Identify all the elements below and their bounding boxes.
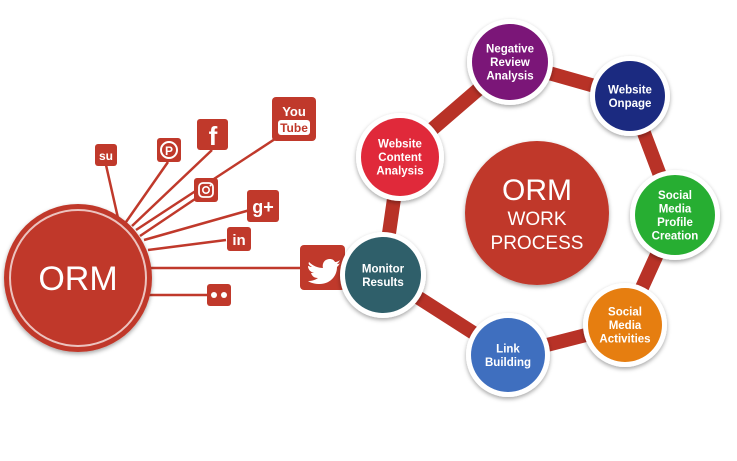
step-disc bbox=[472, 24, 548, 100]
step-label-line: Media bbox=[659, 203, 692, 215]
svg-text:f: f bbox=[209, 121, 218, 151]
svg-text:su: su bbox=[99, 149, 113, 163]
step-disc bbox=[595, 61, 665, 131]
process-center-process: PROCESS bbox=[491, 233, 584, 254]
linkedin-icon[interactable]: in bbox=[227, 227, 251, 251]
step-label-line: Building bbox=[485, 357, 531, 369]
step-label-line: Website bbox=[608, 84, 652, 96]
spoke-instagram bbox=[139, 195, 199, 238]
flickr-icon[interactable] bbox=[207, 284, 231, 306]
orm-hub: ORM bbox=[4, 204, 152, 352]
spoke-facebook bbox=[131, 149, 213, 227]
stumbleupon-icon[interactable]: su bbox=[95, 144, 117, 166]
svg-text:You: You bbox=[282, 104, 306, 119]
pinterest-icon[interactable]: P bbox=[157, 138, 181, 162]
step-disc bbox=[635, 175, 715, 255]
svg-text:g+: g+ bbox=[252, 197, 274, 217]
step-label-line: Social bbox=[608, 307, 642, 319]
step-label-line: Onpage bbox=[609, 98, 652, 110]
step-label-line: Results bbox=[362, 277, 404, 289]
step-disc bbox=[471, 318, 545, 392]
youtube-icon[interactable]: You Tube bbox=[272, 97, 316, 141]
orm-hub-label: ORM bbox=[38, 260, 117, 298]
svg-text:in: in bbox=[232, 232, 245, 249]
step-label-line: Content bbox=[378, 152, 422, 164]
step-label-line: Negative bbox=[486, 44, 534, 56]
process-steps: NegativeReviewAnalysisWebsiteOnpageSocia… bbox=[340, 19, 720, 397]
step-label-line: Activities bbox=[599, 334, 650, 346]
step-label-line: Media bbox=[609, 320, 642, 332]
step-disc bbox=[588, 288, 662, 362]
step-label-line: Monitor bbox=[362, 263, 405, 275]
twitter-icon[interactable] bbox=[300, 245, 345, 290]
svg-text:Tube: Tube bbox=[280, 121, 308, 135]
step-disc bbox=[345, 237, 421, 313]
spoke-pinterest bbox=[124, 161, 170, 223]
spoke-linkedin bbox=[147, 238, 227, 252]
step-label-line: Social bbox=[658, 190, 692, 202]
process-center-orm: ORM bbox=[502, 174, 572, 207]
facebook-icon[interactable]: f bbox=[197, 119, 228, 151]
step-label-line: Link bbox=[496, 343, 520, 355]
svg-text:P: P bbox=[165, 144, 173, 158]
spoke-google-plus bbox=[143, 208, 251, 242]
google-plus-icon[interactable]: g+ bbox=[247, 190, 279, 222]
step-label-line: Review bbox=[490, 57, 530, 69]
step-label-line: Creation bbox=[652, 230, 699, 242]
process-center-work: WORK bbox=[507, 209, 566, 230]
social-spokes bbox=[104, 135, 300, 297]
step-label-line: Website bbox=[378, 139, 422, 151]
step-disc bbox=[361, 118, 439, 196]
step-label-line: Analysis bbox=[376, 166, 423, 178]
process-center: ORM WORK PROCESS bbox=[465, 141, 609, 285]
spoke-stumbleupon bbox=[104, 164, 120, 219]
instagram-icon[interactable] bbox=[194, 178, 218, 202]
step-label-line: Analysis bbox=[486, 71, 533, 83]
step-label-line: Profile bbox=[657, 217, 693, 229]
